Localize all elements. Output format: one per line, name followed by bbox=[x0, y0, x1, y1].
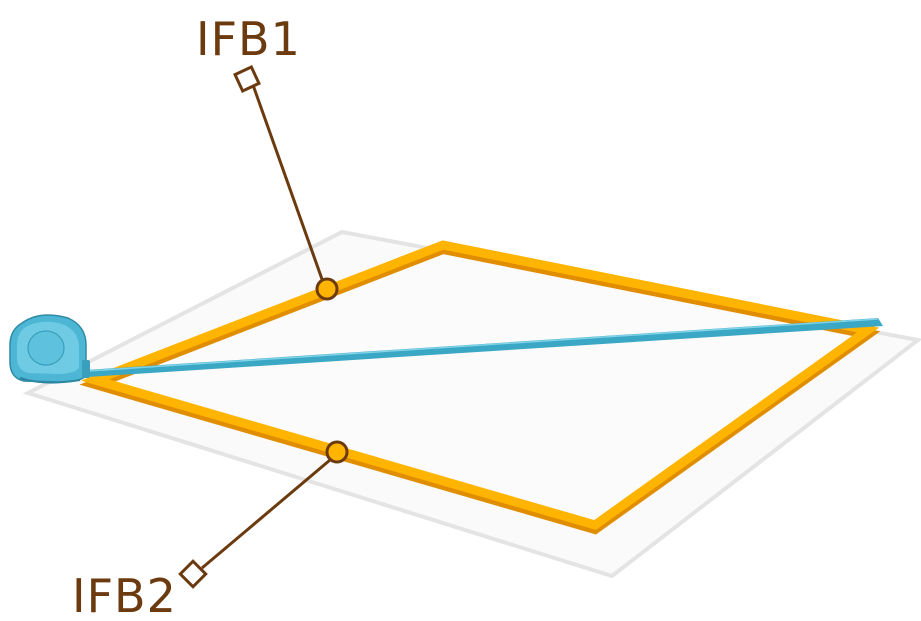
ifb2-circle-marker bbox=[325, 440, 349, 464]
ifb2-square-marker bbox=[178, 559, 208, 589]
ifb2-callout bbox=[178, 440, 349, 589]
ifb2-label: IFB2 bbox=[72, 569, 177, 621]
ifb1-square-marker bbox=[233, 65, 261, 93]
ifb1-circle-marker bbox=[315, 277, 339, 301]
slab-surface bbox=[95, 245, 868, 525]
ifb2-leader-line bbox=[201, 458, 331, 570]
ifb1-label: IFB1 bbox=[196, 12, 301, 66]
ifb1-callout bbox=[233, 65, 339, 301]
tape-measure-icon bbox=[9, 314, 90, 384]
ifb1-leader-line bbox=[251, 84, 325, 283]
tape-blade bbox=[70, 318, 883, 378]
tape-blade-highlight bbox=[71, 318, 879, 373]
